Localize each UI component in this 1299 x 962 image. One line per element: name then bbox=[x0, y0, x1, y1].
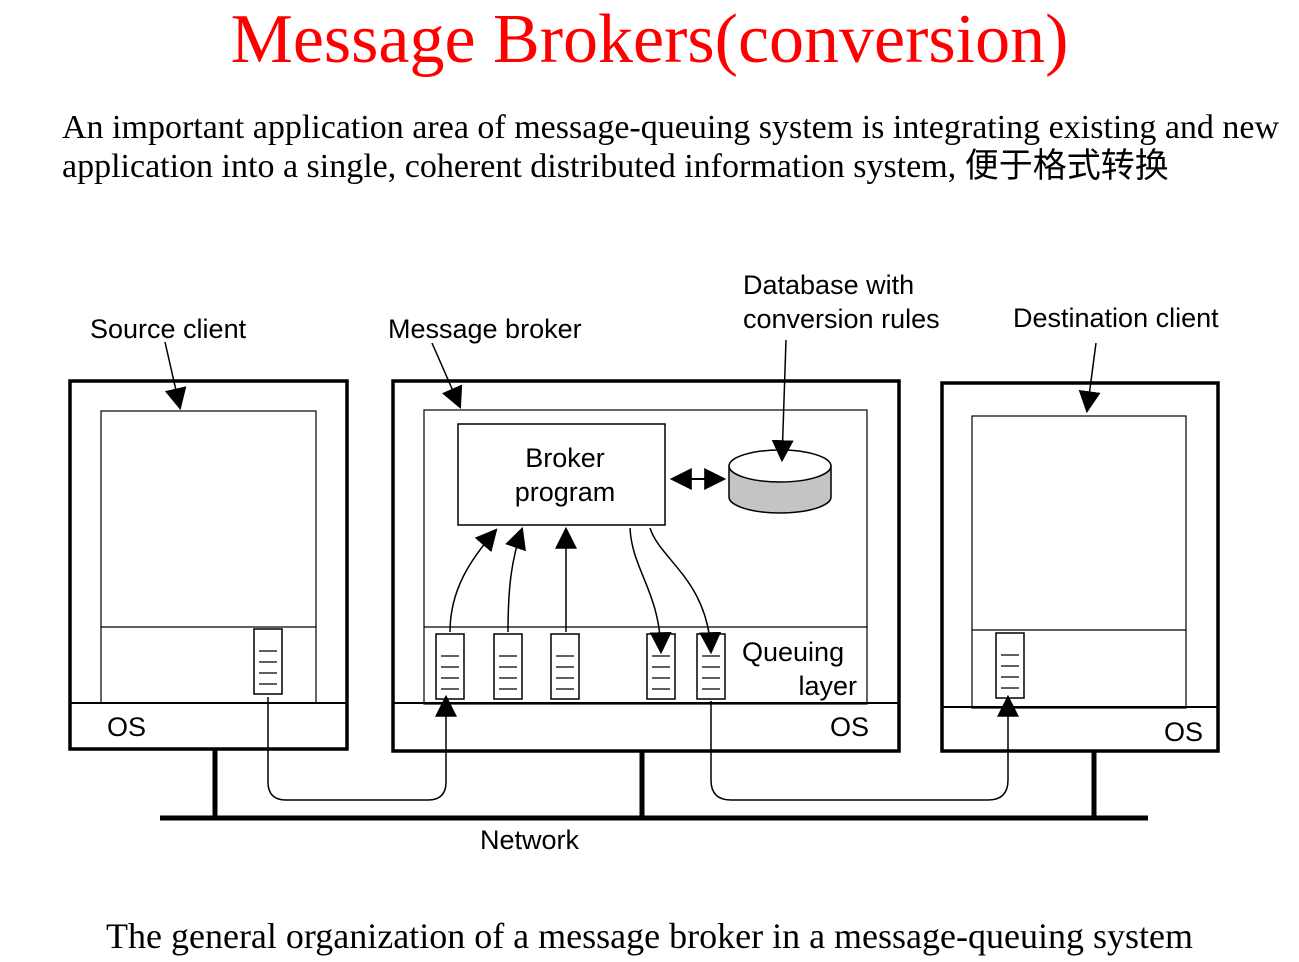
destination-client-pointer bbox=[1078, 342, 1101, 414]
database-pointer bbox=[771, 339, 794, 463]
source-to-broker-route bbox=[267, 694, 457, 801]
destination-client-label: Destination client bbox=[1013, 303, 1219, 333]
queuing-layer-line2: layer bbox=[798, 671, 857, 701]
figure-caption: The general organization of a message br… bbox=[106, 916, 1193, 956]
destination-os-label: OS bbox=[1164, 717, 1203, 747]
broker-to-queue-arrow bbox=[629, 527, 672, 655]
database-cylinder bbox=[728, 449, 832, 514]
source-client-machine bbox=[68, 379, 349, 751]
database-label-line2: conversion rules bbox=[743, 304, 940, 334]
source-client-label: Source client bbox=[90, 314, 247, 344]
network-bus bbox=[160, 750, 1148, 821]
broker-program-line1: Broker bbox=[525, 443, 605, 473]
network-label: Network bbox=[480, 825, 580, 855]
queue-icon bbox=[435, 633, 465, 700]
queue-icon bbox=[995, 632, 1025, 699]
broker-to-destination-route bbox=[710, 694, 1019, 801]
queue-icon bbox=[253, 628, 283, 695]
queue-to-broker-arrow bbox=[449, 528, 498, 633]
intro-paragraph: An important application area of message… bbox=[62, 109, 1280, 185]
slide-title: Message Brokers(conversion) bbox=[230, 1, 1069, 78]
source-os-label: OS bbox=[107, 712, 146, 742]
message-broker-label: Message broker bbox=[388, 314, 582, 344]
source-client-pointer bbox=[164, 341, 187, 411]
broker-os-label: OS bbox=[830, 712, 869, 742]
broker-to-queue-arrow bbox=[649, 527, 722, 655]
database-label-line1: Database with bbox=[743, 270, 914, 300]
destination-client-machine bbox=[940, 381, 1220, 753]
message-broker-pointer bbox=[431, 342, 463, 410]
queue-to-broker-arrow bbox=[505, 526, 526, 633]
broker-program-box bbox=[457, 423, 666, 526]
queuing-layer-line1: Queuing bbox=[742, 637, 844, 667]
queue-icon bbox=[550, 633, 580, 700]
broker-program-line2: program bbox=[515, 477, 616, 507]
queue-icon bbox=[493, 633, 523, 700]
